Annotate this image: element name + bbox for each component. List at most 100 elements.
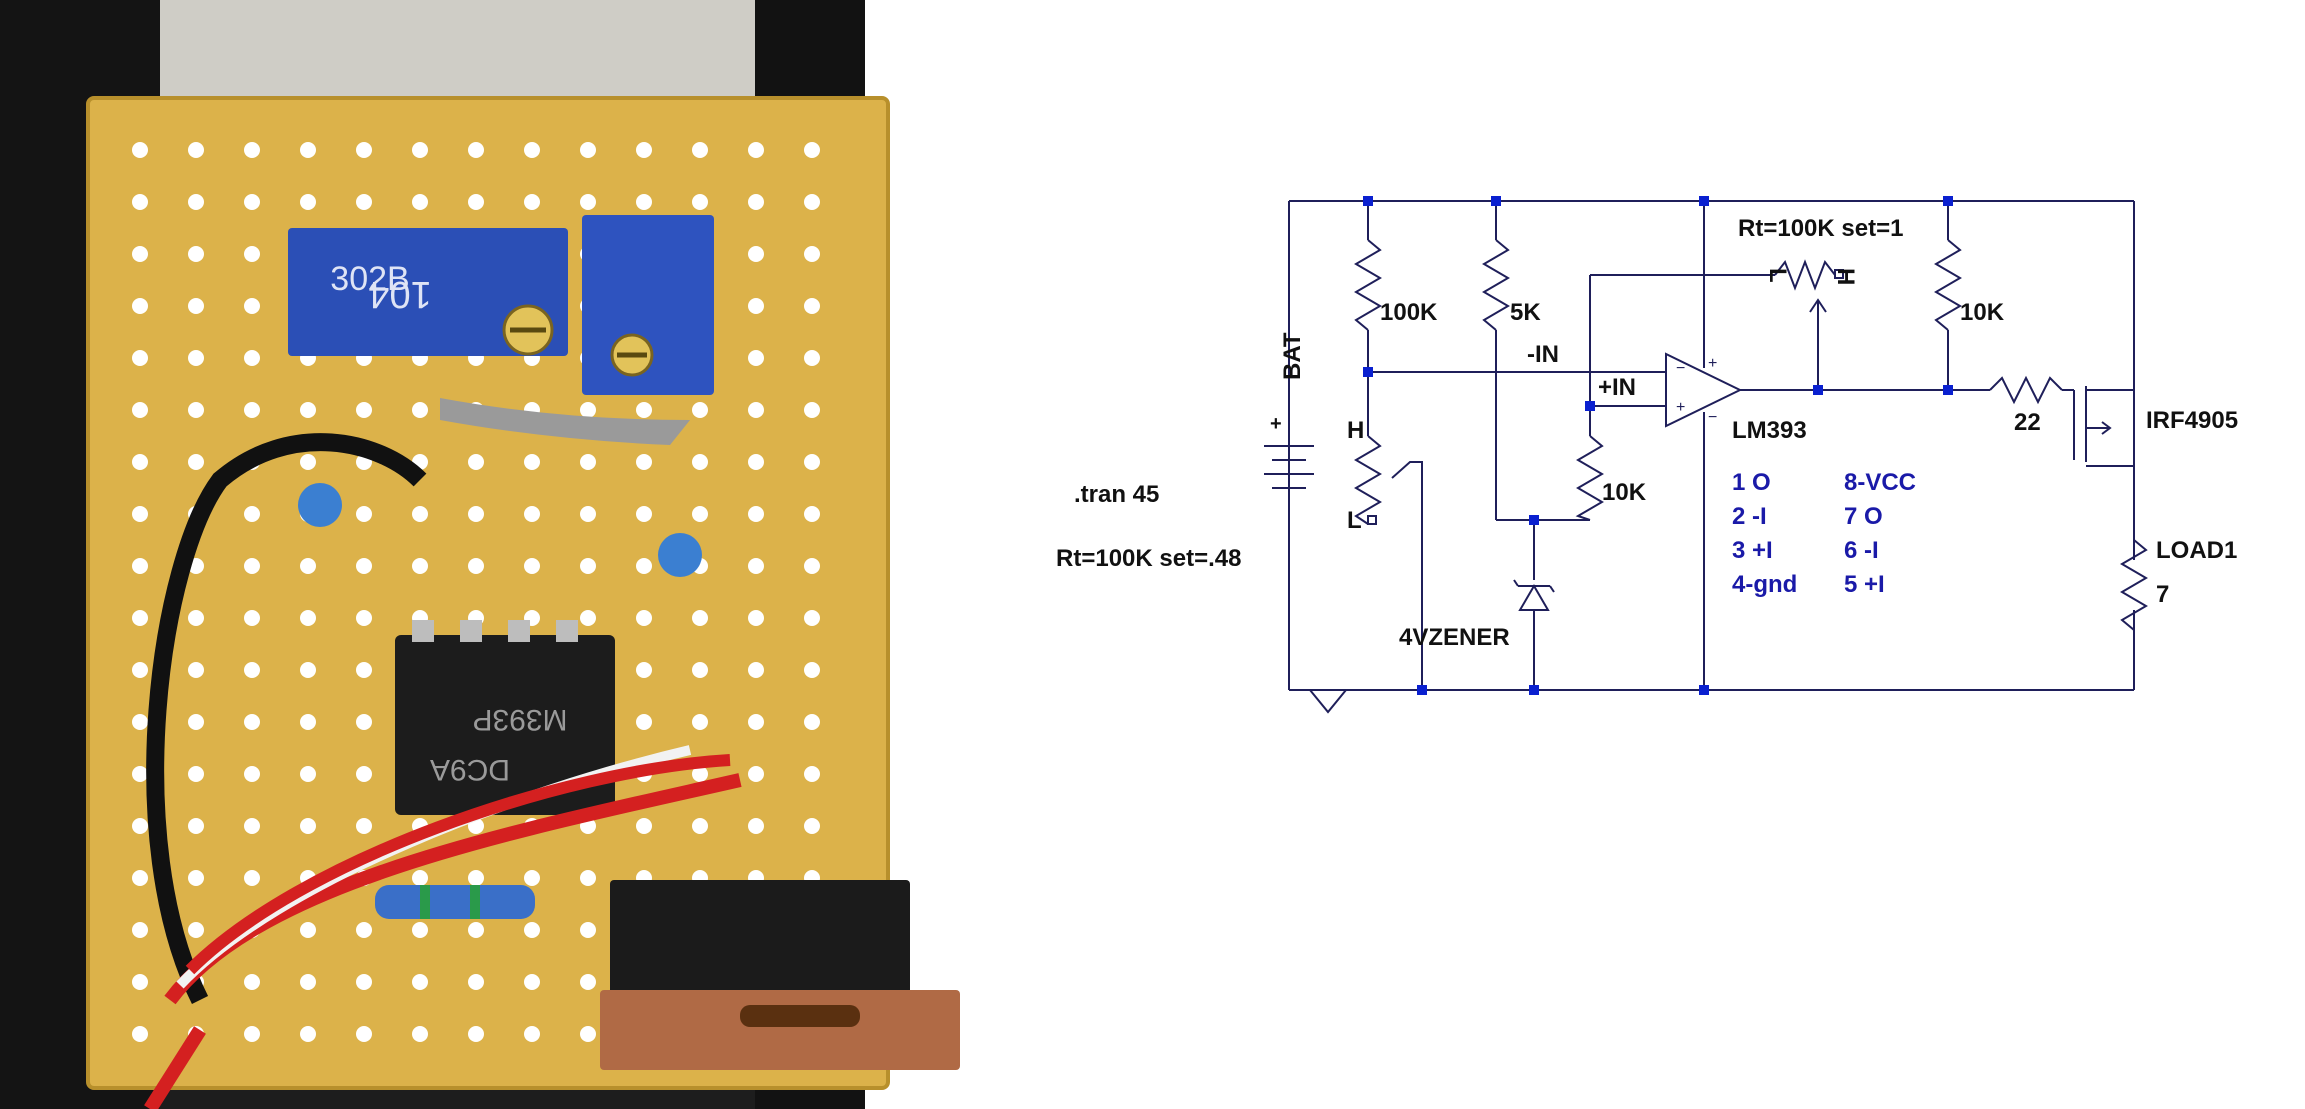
chip-code-text: DC9A (430, 753, 510, 786)
board-hole (356, 402, 372, 418)
board-hole (356, 974, 372, 990)
pot1-l-label: L (1347, 507, 1362, 534)
board-hole (412, 922, 428, 938)
board-hole (636, 194, 652, 210)
capacitor-blue-left (298, 483, 342, 527)
board-hole (132, 1026, 148, 1042)
board-hole (188, 818, 204, 834)
board-hole (692, 142, 708, 158)
board-hole (804, 298, 820, 314)
board-hole (580, 506, 596, 522)
board-hole (412, 974, 428, 990)
zener-label: 4VZENER (1399, 624, 1510, 651)
capacitor-blue-right (658, 533, 702, 577)
board-hole (132, 142, 148, 158)
board-hole (580, 870, 596, 886)
board-hole (412, 402, 428, 418)
svg-text:−: − (1708, 409, 1717, 426)
board-hole (748, 298, 764, 314)
board-hole (748, 766, 764, 782)
board-hole (748, 506, 764, 522)
board-hole (244, 506, 260, 522)
board-hole (132, 298, 148, 314)
board-hole (524, 870, 540, 886)
chip-marking-text: M393P (472, 703, 567, 736)
board-hole (580, 454, 596, 470)
tran-directive: .tran 45 (1074, 481, 1159, 508)
board-hole (188, 246, 204, 262)
svg-text:−: − (1676, 360, 1685, 377)
red-wire-2 (185, 754, 731, 975)
board-hole (748, 610, 764, 626)
board-hole (188, 662, 204, 678)
board-hole (300, 610, 316, 626)
board-hole (636, 610, 652, 626)
resistor-10k-mid-label: 10K (1602, 479, 1647, 506)
board-hole (804, 714, 820, 730)
board-hole (580, 558, 596, 574)
board-hole (580, 974, 596, 990)
board-hole (692, 506, 708, 522)
board-hole (356, 558, 372, 574)
board-hole (412, 558, 428, 574)
board-hole (244, 870, 260, 886)
board-hole (132, 558, 148, 574)
board-hole (804, 194, 820, 210)
board-hole (300, 1026, 316, 1042)
board-hole (300, 714, 316, 730)
mosfet-label: IRF4905 (2146, 407, 2238, 434)
red-wire-exit (144, 1026, 206, 1109)
board-hole (188, 714, 204, 730)
board-hole (132, 506, 148, 522)
plus-in-label: +IN (1598, 374, 1636, 401)
board-hole (300, 662, 316, 678)
pot-value-text: 104 (368, 273, 431, 315)
pin-col1-2: 3 +I (1732, 537, 1773, 564)
board-hole (244, 298, 260, 314)
board-hole (412, 1026, 428, 1042)
trimpot-large: 104 302B (288, 228, 568, 356)
board-hole (468, 142, 484, 158)
board-hole (356, 194, 372, 210)
wire-lead-arc (440, 398, 690, 445)
pot1-h-label: H (1347, 417, 1364, 444)
pot-marking-text: 302B (330, 260, 409, 298)
board-hole (804, 558, 820, 574)
svg-text:+: + (1708, 355, 1717, 372)
board-hole (524, 558, 540, 574)
board-hole (692, 766, 708, 782)
board-hole (580, 194, 596, 210)
pin-map: 1 O 2 -I 3 +I 4-gnd 8-VCC 7 O 6 -I 5 +I (1732, 469, 1916, 598)
board-hole (132, 194, 148, 210)
board-hole (244, 974, 260, 990)
board-hole (356, 714, 372, 730)
board-hole (132, 974, 148, 990)
board-hole (188, 870, 204, 886)
load-label: LOAD1 (2156, 537, 2237, 564)
board-hole (580, 142, 596, 158)
trimpot-small (582, 215, 714, 395)
circuit-board-photo: 104 302B M393P DC9A (0, 0, 990, 1109)
board-hole (244, 1026, 260, 1042)
board-hole (244, 610, 260, 626)
board-hole (412, 194, 428, 210)
board-hole (188, 402, 204, 418)
board-hole (804, 402, 820, 418)
board-hole (300, 558, 316, 574)
svg-text:+: + (1270, 413, 1282, 435)
resistor-10k-top-label: 10K (1960, 299, 2005, 326)
board-hole (468, 506, 484, 522)
board-hole (804, 506, 820, 522)
schematic: − + + − BAT + 100K 5K 10K 10K 22 -IN +IN… (1056, 196, 2238, 714)
board-hole (580, 402, 596, 418)
board-hole (524, 1026, 540, 1042)
pin-col2-2: 6 -I (1844, 537, 1879, 564)
board-hole (692, 818, 708, 834)
svg-text:+: + (1676, 399, 1685, 416)
board-hole (636, 506, 652, 522)
board-hole (748, 350, 764, 366)
board-hole (468, 1026, 484, 1042)
background-wall (150, 0, 770, 110)
board-hole (804, 818, 820, 834)
board-hole (524, 974, 540, 990)
